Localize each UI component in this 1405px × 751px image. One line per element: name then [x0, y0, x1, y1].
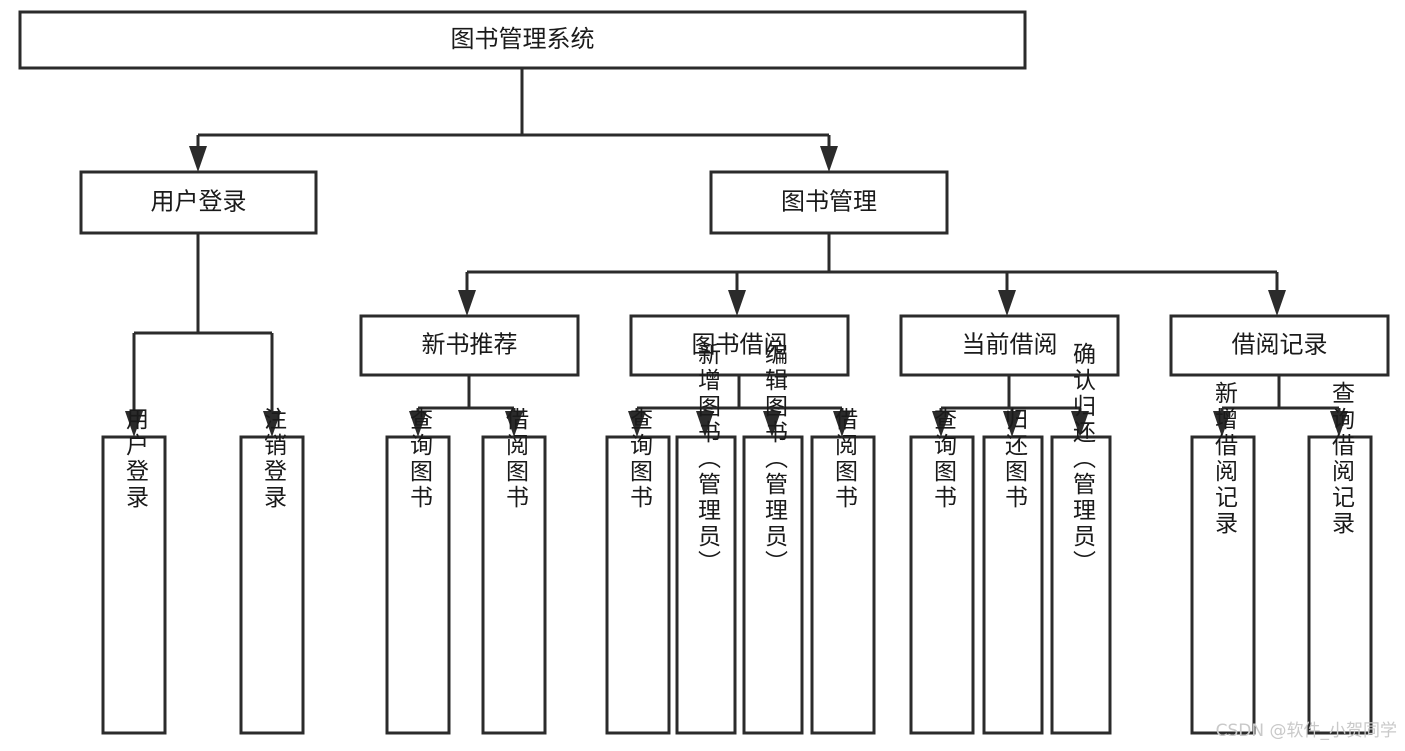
node-leaf-logout[interactable]: 注销登录	[239, 407, 305, 735]
node-box-leaf-edit-book	[742, 435, 804, 735]
node-label-leaf-return: 归还图书	[1001, 407, 1029, 511]
node-label-leaf-add-rec: 新增借阅记录	[1211, 381, 1239, 537]
node-leaf-borrow-2[interactable]: 借阅图书	[810, 407, 876, 735]
node-leaf-confirm[interactable]: 确认归还（管理员）	[1050, 342, 1112, 735]
arrow-head-icon	[998, 290, 1016, 316]
node-label-book-manage: 图书管理	[781, 188, 877, 216]
node-box-leaf-add-book	[675, 435, 737, 735]
arrow-head-icon	[833, 411, 851, 437]
node-label-leaf-query-1: 查询图书	[406, 407, 434, 511]
node-box-leaf-query-1	[385, 435, 451, 735]
arrow-head-icon	[932, 411, 950, 437]
node-box-borrow-record	[1169, 314, 1390, 377]
node-label-leaf-add-book: 新增图书（管理员）	[694, 342, 722, 576]
edges-layer	[125, 68, 1348, 437]
node-box-leaf-query-3	[909, 435, 975, 735]
node-root[interactable]: 图书管理系统	[18, 10, 1027, 70]
node-box-leaf-confirm	[1050, 435, 1112, 735]
node-book-manage[interactable]: 图书管理	[709, 170, 949, 235]
arrow-head-icon	[628, 411, 646, 437]
node-box-leaf-return	[982, 435, 1044, 735]
node-label-leaf-confirm: 确认归还（管理员）	[1069, 342, 1097, 576]
node-box-leaf-user-login	[101, 435, 167, 735]
node-label-book-borrow: 图书借阅	[692, 331, 788, 359]
node-label-leaf-borrow-2: 借阅图书	[831, 407, 859, 511]
node-label-borrow-record: 借阅记录	[1232, 331, 1328, 359]
arrow-head-icon	[189, 146, 207, 172]
node-leaf-user-login[interactable]: 用户登录	[101, 407, 167, 735]
node-box-current-borrow	[899, 314, 1120, 377]
node-label-leaf-query-3: 查询图书	[930, 407, 958, 511]
node-leaf-query-rec[interactable]: 查询借阅记录	[1307, 381, 1373, 735]
node-label-leaf-logout: 注销登录	[260, 407, 288, 511]
node-leaf-edit-book[interactable]: 编辑图书（管理员）	[742, 342, 804, 735]
node-leaf-borrow-1[interactable]: 借阅图书	[481, 407, 547, 735]
node-label-user-login: 用户登录	[151, 188, 247, 216]
arrow-head-icon	[458, 290, 476, 316]
node-box-user-login	[79, 170, 318, 235]
node-leaf-query-1[interactable]: 查询图书	[385, 407, 451, 735]
node-label-root: 图书管理系统	[451, 25, 595, 53]
arrow-head-icon	[125, 411, 143, 437]
edge-group-borrow-record	[1213, 375, 1348, 437]
edge-group-book-borrow	[628, 375, 851, 437]
node-box-leaf-add-rec	[1190, 435, 1256, 735]
arrow-head-icon	[1330, 411, 1348, 437]
arrow-head-icon	[1268, 290, 1286, 316]
arrow-head-icon	[1213, 411, 1231, 437]
edge-group-current-borrow	[932, 375, 1089, 437]
node-book-borrow[interactable]: 图书借阅	[629, 314, 850, 377]
node-label-leaf-query-rec: 查询借阅记录	[1328, 381, 1356, 537]
arrow-head-icon	[728, 290, 746, 316]
node-borrow-record[interactable]: 借阅记录	[1169, 314, 1390, 377]
node-box-book-manage	[709, 170, 949, 235]
node-box-leaf-borrow-2	[810, 435, 876, 735]
node-box-leaf-query-rec	[1307, 435, 1373, 735]
edge-group-new-book-rec	[409, 375, 523, 437]
edge-group-root	[189, 68, 838, 172]
node-box-new-book-rec	[359, 314, 580, 377]
node-user-login[interactable]: 用户登录	[79, 170, 318, 235]
node-label-leaf-borrow-1: 借阅图书	[502, 407, 530, 511]
arrow-head-icon	[696, 411, 714, 437]
node-label-leaf-edit-book: 编辑图书（管理员）	[761, 342, 789, 576]
node-box-book-borrow	[629, 314, 850, 377]
nodes-layer: 图书管理系统用户登录图书管理新书推荐图书借阅当前借阅借阅记录用户登录注销登录查询…	[18, 10, 1390, 735]
arrow-head-icon	[409, 411, 427, 437]
node-box-root	[18, 10, 1027, 70]
node-leaf-query-3[interactable]: 查询图书	[909, 407, 975, 735]
node-label-current-borrow: 当前借阅	[962, 331, 1058, 359]
node-leaf-return[interactable]: 归还图书	[982, 407, 1044, 735]
arrow-head-icon	[1003, 411, 1021, 437]
node-label-leaf-user-login: 用户登录	[122, 407, 150, 511]
arrow-head-icon	[263, 411, 281, 437]
arrow-head-icon	[763, 411, 781, 437]
node-leaf-add-book[interactable]: 新增图书（管理员）	[675, 342, 737, 735]
arrow-head-icon	[820, 146, 838, 172]
node-leaf-add-rec[interactable]: 新增借阅记录	[1190, 381, 1256, 735]
node-label-new-book-rec: 新书推荐	[422, 331, 518, 359]
node-box-leaf-borrow-1	[481, 435, 547, 735]
node-leaf-query-2[interactable]: 查询图书	[605, 407, 671, 735]
node-label-leaf-query-2: 查询图书	[626, 407, 654, 511]
node-box-leaf-logout	[239, 435, 305, 735]
edge-group-user-login	[125, 233, 281, 437]
arrow-head-icon	[1071, 411, 1089, 437]
node-box-leaf-query-2	[605, 435, 671, 735]
arrow-head-icon	[505, 411, 523, 437]
edge-group-book-manage	[458, 233, 1286, 316]
node-current-borrow[interactable]: 当前借阅	[899, 314, 1120, 377]
node-new-book-rec[interactable]: 新书推荐	[359, 314, 580, 377]
